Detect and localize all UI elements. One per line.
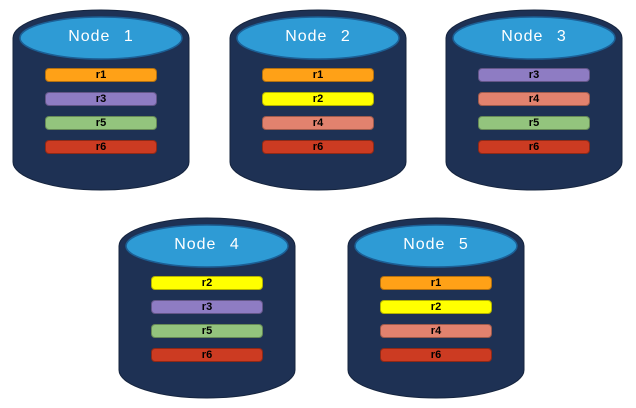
partition-bar: r3 — [478, 68, 590, 82]
partition-bar: r5 — [45, 116, 157, 130]
partition-bar: r6 — [262, 140, 374, 154]
cylinder-top — [452, 16, 616, 60]
cylinder-top — [19, 16, 183, 60]
node-2: Node 2 r1 r2 r4 r6 — [229, 9, 407, 191]
partition-bar: r2 — [380, 300, 492, 314]
partition-bar: r5 — [478, 116, 590, 130]
cylinder-top — [125, 224, 289, 268]
partition-bar: r6 — [45, 140, 157, 154]
partition-bar: r6 — [380, 348, 492, 362]
node-title: Node 4 — [174, 236, 240, 253]
node-title: Node 1 — [68, 28, 134, 45]
node-title: Node 3 — [501, 28, 567, 45]
node-5: Node 5 r1 r2 r4 r6 — [347, 217, 525, 399]
partition-bar: r3 — [151, 300, 263, 314]
partition-bar: r6 — [478, 140, 590, 154]
partition-bar: r4 — [262, 116, 374, 130]
partition-bar: r6 — [151, 348, 263, 362]
node-4: Node 4 r2 r3 r5 r6 — [118, 217, 296, 399]
partition-bar: r1 — [262, 68, 374, 82]
node-title: Node 5 — [403, 236, 469, 253]
node-title: Node 2 — [285, 28, 351, 45]
partition-bar: r5 — [151, 324, 263, 338]
cylinder-top — [236, 16, 400, 60]
partition-bar: r3 — [45, 92, 157, 106]
partition-bar: r4 — [478, 92, 590, 106]
partition-bar: r4 — [380, 324, 492, 338]
partition-bar: r1 — [45, 68, 157, 82]
cylinder-top — [354, 224, 518, 268]
partition-bar: r2 — [151, 276, 263, 290]
partition-bar: r1 — [380, 276, 492, 290]
node-3: Node 3 r3 r4 r5 r6 — [445, 9, 623, 191]
node-1: Node 1 r1 r3 r5 r6 — [12, 9, 190, 191]
partition-bar: r2 — [262, 92, 374, 106]
